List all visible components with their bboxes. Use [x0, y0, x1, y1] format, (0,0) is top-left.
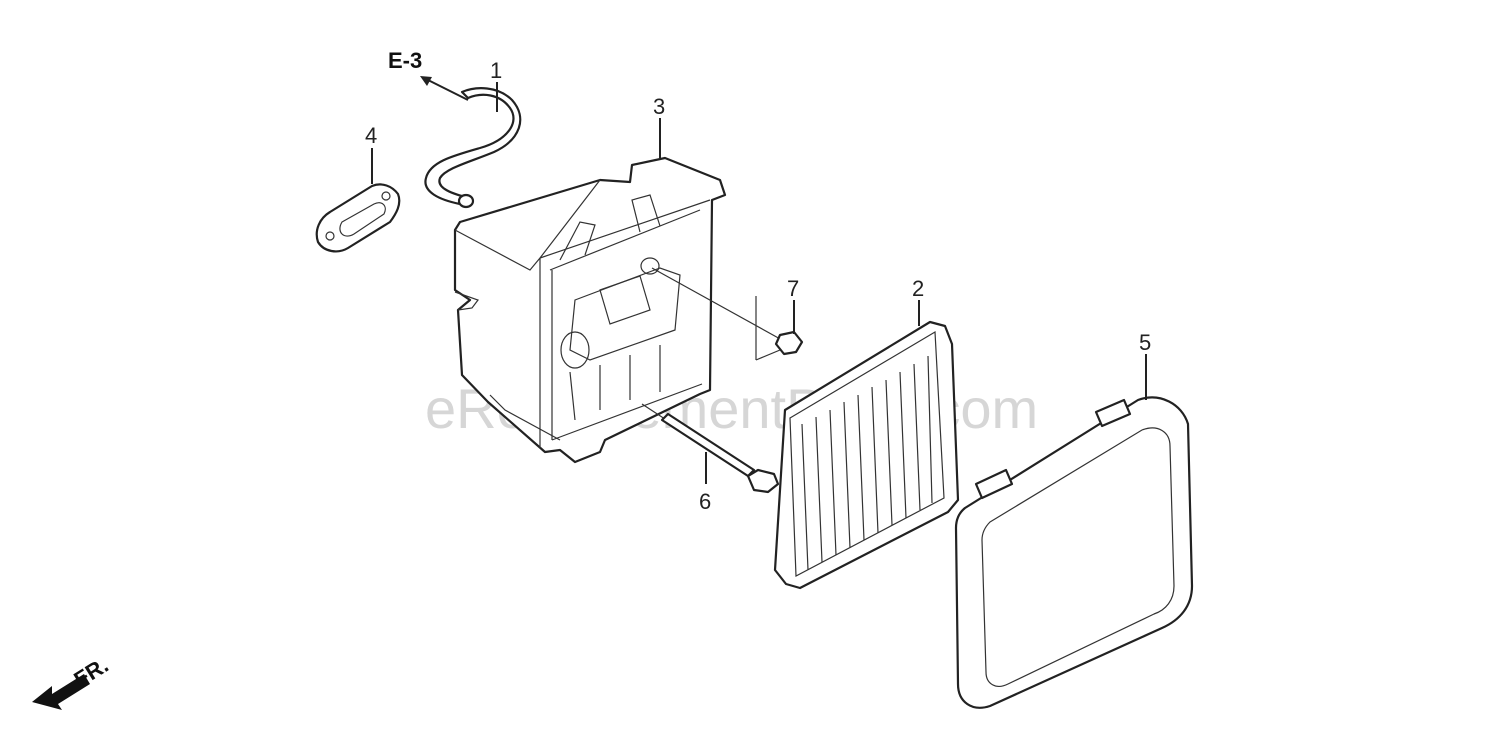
part-cover — [954, 396, 1194, 709]
callout-2: 2 — [912, 276, 924, 301]
callout-5: 5 — [1139, 330, 1151, 355]
callout-7: 7 — [787, 276, 799, 301]
reference-label: E-3 — [388, 48, 422, 73]
callout-1: 1 — [490, 58, 502, 83]
reference-arrow-head — [420, 76, 432, 86]
front-arrow-icon — [32, 674, 90, 710]
reference-arrow-line — [427, 79, 469, 101]
front-direction-indicator: FR. — [32, 652, 113, 710]
callout-6: 6 — [699, 489, 711, 514]
leader-lines — [371, 82, 1147, 484]
reference-e3: E-3 — [388, 48, 469, 101]
part-air-cleaner-case — [453, 156, 727, 464]
callout-3: 3 — [653, 94, 665, 119]
part-gasket — [315, 183, 401, 253]
part-breather-tube — [424, 87, 522, 209]
part-bolt — [641, 403, 780, 494]
part-filter-element — [773, 320, 960, 590]
part-screw — [651, 267, 804, 361]
callout-4: 4 — [365, 123, 377, 148]
